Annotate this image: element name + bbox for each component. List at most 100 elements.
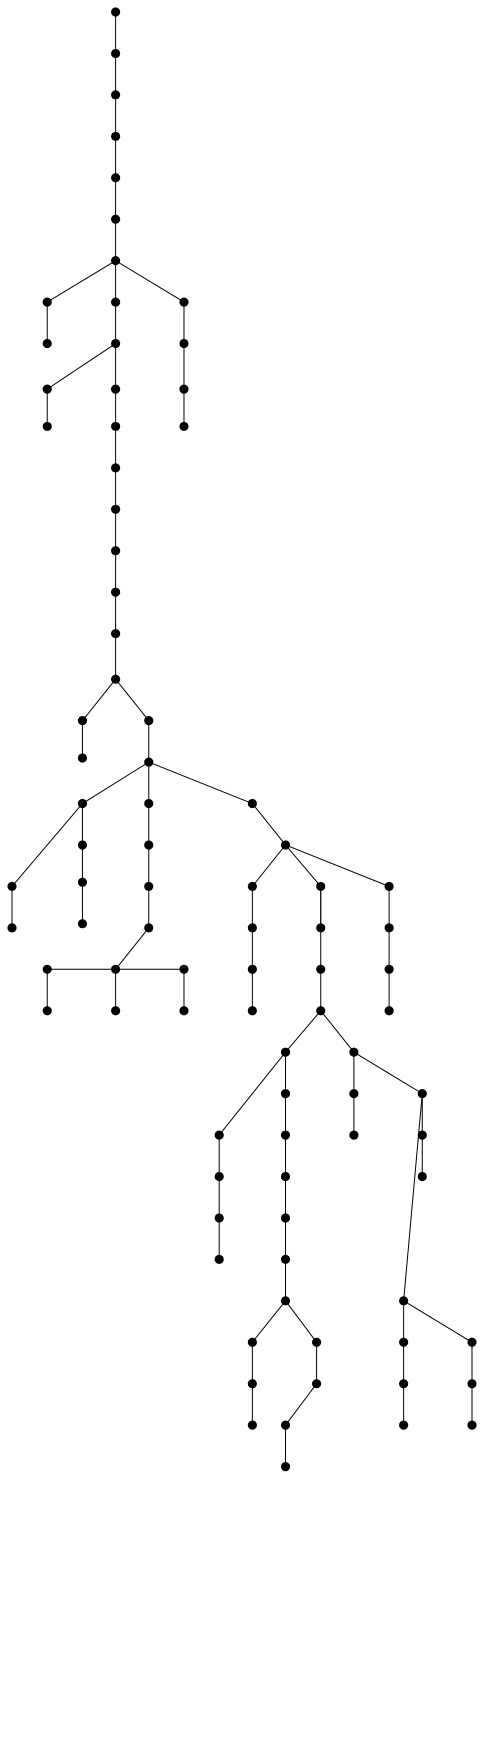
- tree-node-n64: [280, 1089, 291, 1099]
- tree-node-n87: [399, 1420, 409, 1430]
- tree-node-n46: [247, 798, 257, 809]
- tree-node-n28: [144, 716, 154, 726]
- tree-node-n56: [384, 964, 394, 974]
- tree-edge-n84-n88: [403, 1300, 473, 1343]
- tree-node-n3: [111, 90, 121, 100]
- tree-node-n34: [7, 881, 17, 892]
- tree-node-n8: [42, 297, 52, 307]
- tree-edge-n60-n70: [218, 1051, 286, 1136]
- tree-node-n22: [111, 546, 121, 556]
- tree-node-n55: [384, 923, 394, 933]
- tree-node-n41: [42, 964, 52, 974]
- tree-node-n48: [247, 881, 257, 892]
- tree-node-n42: [42, 1006, 52, 1016]
- tree-node-n40: [111, 964, 121, 974]
- tree-node-n68: [417, 1130, 427, 1140]
- tree-node-n13: [42, 421, 52, 432]
- tree-edge-n76-n77: [251, 1300, 286, 1343]
- tree-node-n53: [247, 1006, 257, 1016]
- tree-node-n57: [384, 1006, 394, 1016]
- tree-node-n63: [349, 1130, 359, 1140]
- tree-node-n37: [144, 840, 154, 850]
- tree-edge-n47-n50: [285, 844, 322, 887]
- tree-node-n67: [417, 1089, 427, 1099]
- tree-node-n4: [111, 131, 121, 141]
- tree-node-n71: [214, 1171, 224, 1182]
- tree-node-n79: [247, 1420, 257, 1430]
- tree-edge-n47-n48: [251, 844, 286, 887]
- tree-node-n5: [111, 173, 121, 183]
- tree-edge-n47-n54: [285, 844, 390, 887]
- tree-node-n19: [111, 421, 121, 432]
- tree-node-n66: [280, 1171, 291, 1182]
- tree-node-n72: [214, 1213, 224, 1223]
- tree-node-n62: [349, 1089, 359, 1099]
- tree-node-n76: [280, 1296, 291, 1306]
- tree-node-n20: [111, 463, 121, 473]
- tree-edge-n46-n47: [251, 803, 286, 846]
- tree-node-n44: [179, 964, 189, 974]
- tree-node-n39: [144, 923, 154, 933]
- tree-node-n6: [111, 214, 121, 224]
- tree-node-n54: [384, 881, 394, 892]
- tree-node-n51: [316, 923, 326, 933]
- tree-node-n27: [77, 753, 88, 763]
- tree-node-n81: [311, 1379, 322, 1389]
- tree-edge-n30-n34: [11, 803, 83, 887]
- tree-edge-n7-n14: [115, 260, 185, 303]
- tree-node-n84: [399, 1296, 409, 1306]
- tree-node-n14: [179, 297, 189, 307]
- tree-node-n60: [280, 1047, 291, 1057]
- tree-edge-n67-n84: [403, 1093, 423, 1301]
- tree-node-n31: [77, 840, 88, 850]
- tree-edge-n59-n61: [320, 1010, 355, 1053]
- tree-node-n80: [311, 1337, 322, 1347]
- tree-node-n33: [77, 919, 88, 929]
- tree-edge-n61-n67: [353, 1051, 423, 1095]
- tree-edge-n7-n8: [46, 260, 116, 303]
- tree-node-n9: [42, 338, 52, 349]
- tree-node-n29: [144, 757, 154, 767]
- tree-edge-n59-n60: [285, 1010, 322, 1053]
- tree-node-n32: [77, 877, 88, 887]
- tree-node-n15: [179, 338, 189, 349]
- tree-node-n45: [179, 1006, 189, 1016]
- tree-node-n88: [467, 1337, 477, 1347]
- tree-node-n85: [399, 1337, 409, 1347]
- tree-node-n78: [247, 1379, 257, 1389]
- tree-node-n89: [467, 1379, 477, 1389]
- tree-node-n24: [111, 629, 121, 639]
- tree-edge-n29-n30: [82, 761, 150, 804]
- tree-node-n58: [316, 964, 326, 974]
- tree-node-n77: [247, 1337, 257, 1347]
- tree-node-n35: [7, 923, 17, 933]
- tree-node-n12: [42, 384, 52, 394]
- tree-node-n90: [467, 1420, 477, 1430]
- tree-node-n73: [214, 1254, 224, 1264]
- tree-node-n43: [111, 1006, 121, 1016]
- tree-node-n7: [111, 256, 121, 266]
- tree-edge-n39-n40: [115, 927, 150, 970]
- tree-node-n10: [111, 297, 121, 307]
- edge-layer: [11, 12, 473, 1467]
- tree-node-n59: [316, 1006, 326, 1016]
- tree-node-n2: [111, 48, 121, 59]
- tree-node-n70: [214, 1130, 224, 1140]
- tree-node-n38: [144, 881, 154, 892]
- tree-node-n11: [111, 338, 121, 349]
- tree-node-n30: [77, 798, 88, 809]
- tree-node-n16: [179, 384, 189, 394]
- tree-node-n23: [111, 587, 121, 597]
- tree-edge-n25-n26: [82, 678, 116, 721]
- tree-node-n26: [77, 716, 88, 726]
- tree-node-n82: [280, 1420, 291, 1430]
- tree-node-n49: [247, 923, 257, 933]
- tree-edge-n11-n12: [46, 343, 116, 390]
- tree-node-n1: [111, 7, 121, 17]
- tree-node-n50: [316, 881, 326, 892]
- tree-node-n52: [247, 964, 257, 974]
- tree-edge-n81-n82: [285, 1383, 317, 1426]
- tree-edge-n76-n80: [285, 1300, 317, 1343]
- tree-node-n75: [280, 1254, 291, 1264]
